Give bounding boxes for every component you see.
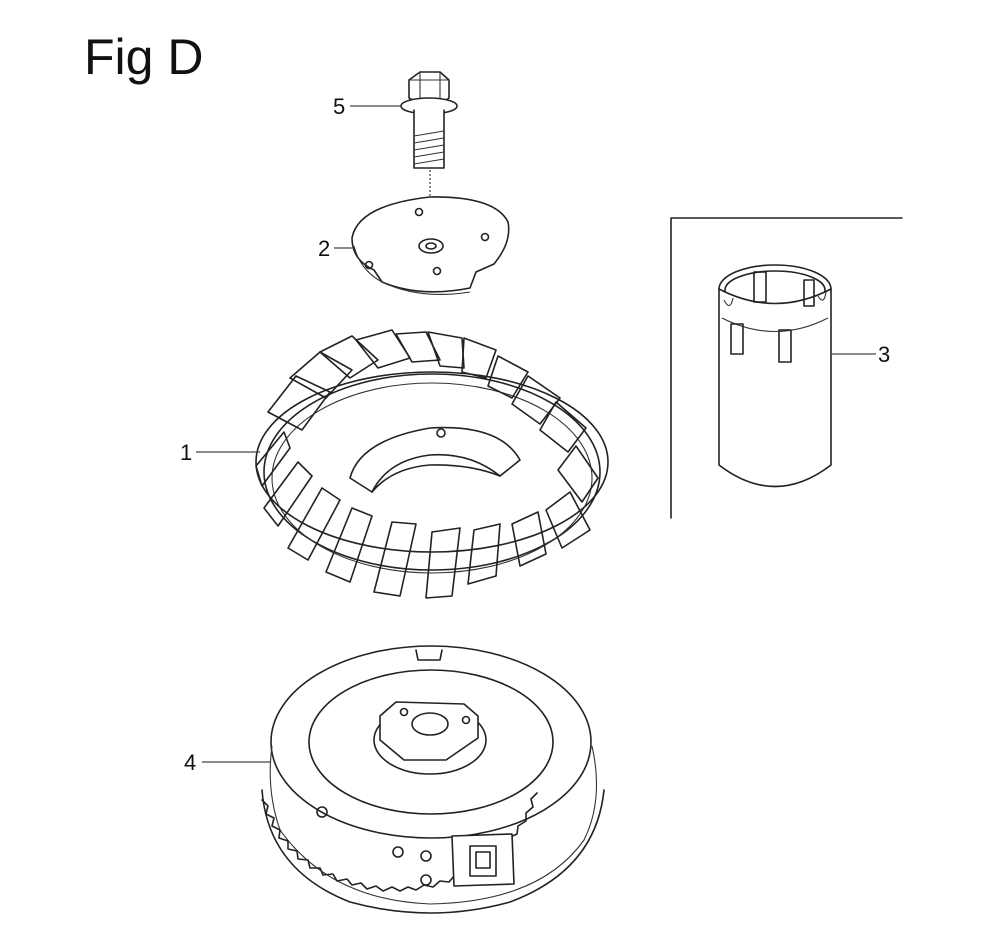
callout-3: 3 bbox=[878, 342, 890, 367]
flat-plate-icon bbox=[351, 196, 510, 296]
callout-4: 4 bbox=[184, 750, 196, 775]
figure-title: Fig D bbox=[84, 29, 204, 85]
cylindrical-sleeve-icon bbox=[670, 217, 903, 519]
callout-5: 5 bbox=[333, 94, 345, 119]
callout-1: 1 bbox=[180, 440, 192, 465]
flange-bolt-icon bbox=[400, 71, 458, 243]
flywheel-icon bbox=[202, 645, 605, 914]
callout-2: 2 bbox=[318, 236, 330, 261]
fan-impeller-icon bbox=[196, 329, 609, 599]
